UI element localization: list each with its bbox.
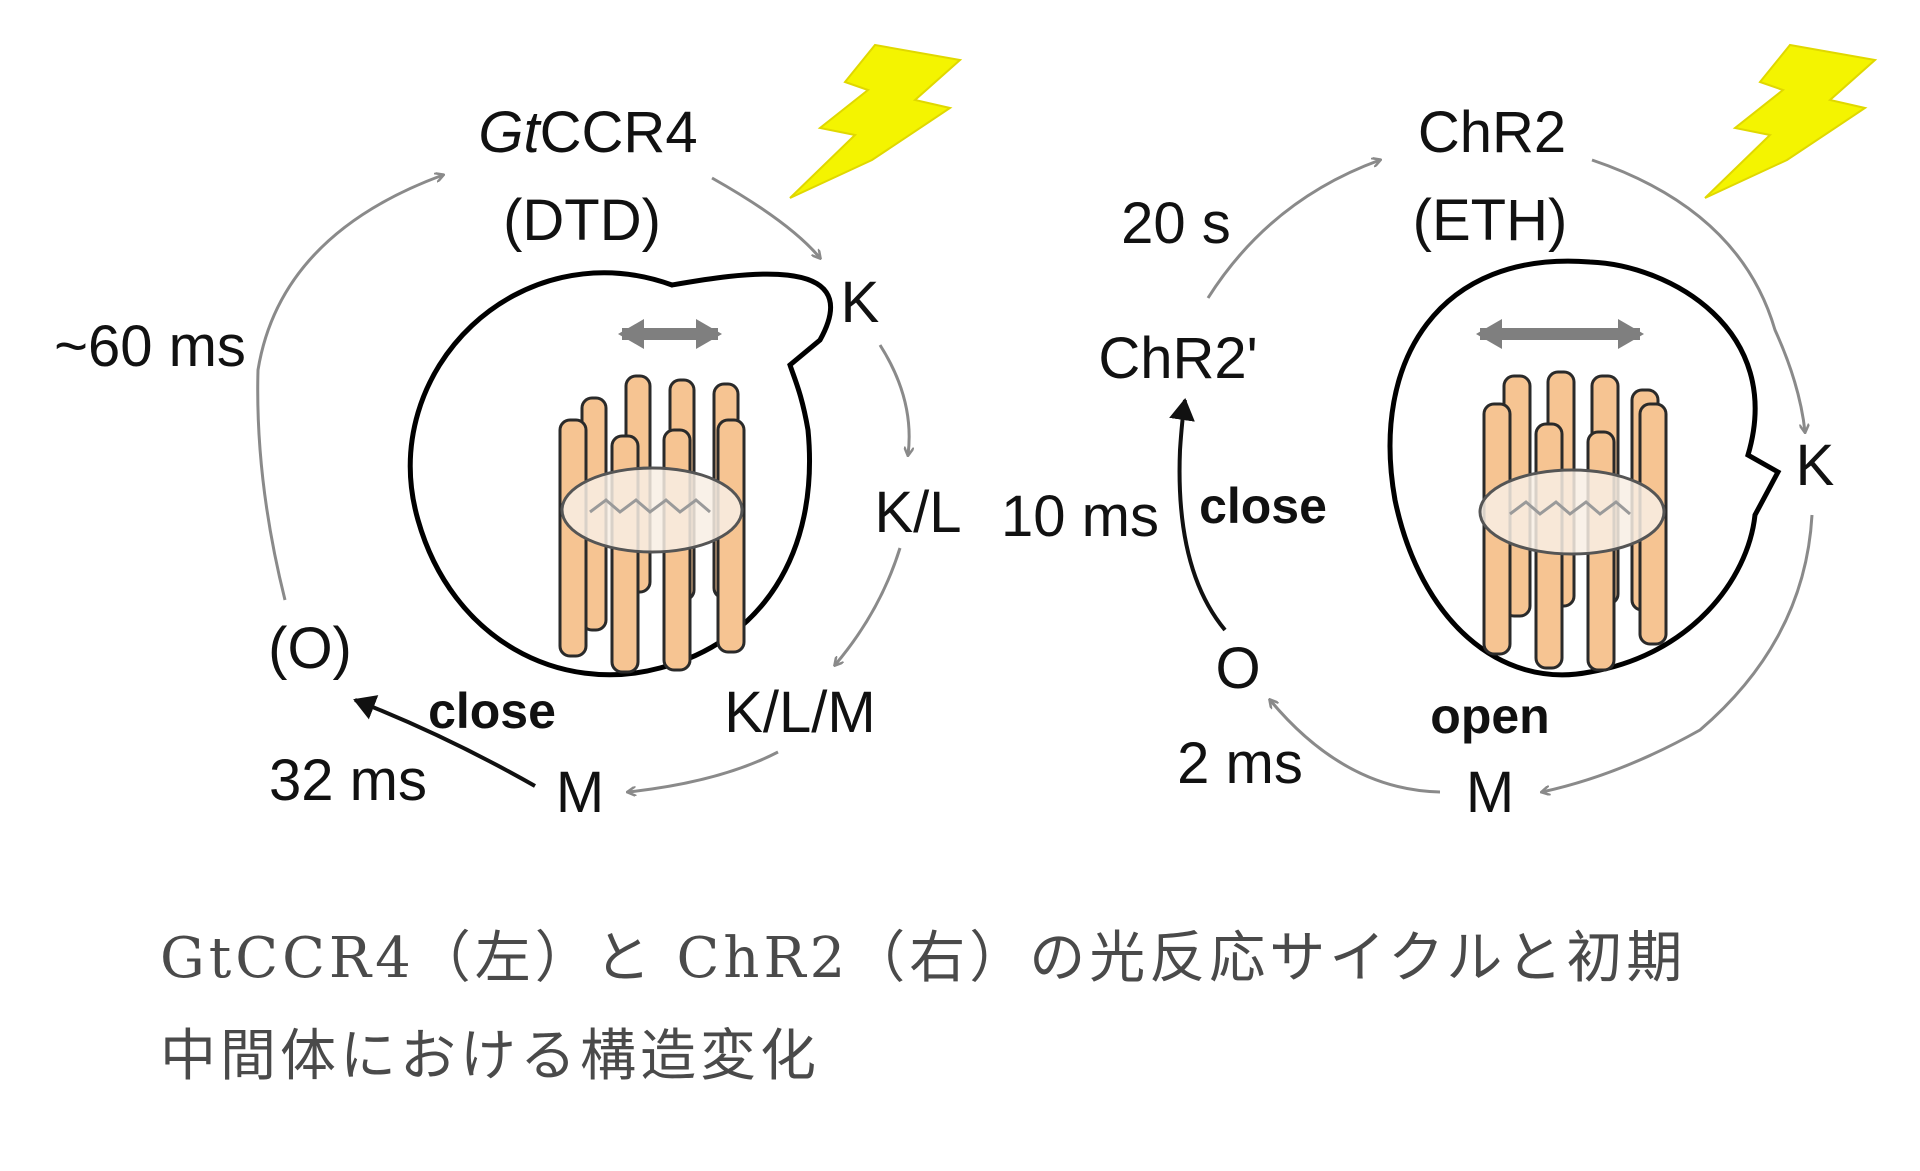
photocycle-diagram: GtCCR4 (DTD) K K/L K/L/M M (O) ~60 ms 32… xyxy=(54,43,1878,825)
caption-line-2: 中間体における構造変化 xyxy=(160,1024,820,1089)
left-state-kl: K/L xyxy=(874,480,961,545)
figure-caption: GtCCR4（左）と ChR2（右）の光反応サイクルと初期 中間体における構造変… xyxy=(160,910,1860,1106)
right-label-close: close xyxy=(1199,478,1327,534)
left-callout xyxy=(407,270,833,678)
right-title: ChR2 xyxy=(1418,100,1566,165)
arrow-chr2p-to-title xyxy=(1206,160,1380,299)
arrow-m-to-o xyxy=(353,695,536,788)
right-time-m-to-o: 2 ms xyxy=(1177,731,1303,796)
arrow-k-to-kl xyxy=(878,344,909,455)
right-state-chr2p: ChR2' xyxy=(1098,326,1257,391)
right-state-o: O xyxy=(1215,636,1260,701)
arrow-title-to-k xyxy=(1591,158,1805,432)
left-time-m-to-o: 32 ms xyxy=(269,748,427,813)
left-callout-bubble xyxy=(407,270,833,678)
arrow-m-to-o xyxy=(1270,700,1441,794)
caption-line-1: GtCCR4（左）と ChR2（右）の光反応サイクルと初期 xyxy=(160,926,1687,991)
lightning-bolt-icon xyxy=(1704,43,1878,199)
left-cycle: GtCCR4 (DTD) K K/L K/L/M M (O) ~60 ms 32… xyxy=(54,43,963,825)
right-gray-arrows xyxy=(1206,158,1814,794)
right-state-m: M xyxy=(1466,760,1514,825)
left-state-m: M xyxy=(556,760,604,825)
right-subtitle: (ETH) xyxy=(1413,188,1568,253)
arrow-title-to-k xyxy=(711,176,820,258)
left-time-return: ~60 ms xyxy=(54,314,246,379)
arrow-o-to-chr2p xyxy=(1169,398,1227,632)
arrow-klm-to-m xyxy=(628,750,779,792)
right-callout xyxy=(1387,258,1782,678)
arrow-k-to-m xyxy=(1542,514,1814,792)
right-state-k: K xyxy=(1796,433,1835,498)
retinal-chain xyxy=(1509,500,1631,516)
right-time-return: 20 s xyxy=(1121,191,1231,256)
left-title: GtCCR4 xyxy=(478,100,697,165)
left-state-klm: K/L/M xyxy=(724,680,876,745)
arrow-o-to-title xyxy=(256,175,443,601)
right-time-o-to-chr2p: 10 ms xyxy=(1001,484,1159,549)
right-cycle: ChR2 (ETH) K M O ChR2' 20 s 10 ms 2 ms c… xyxy=(1001,43,1878,825)
left-state-o: (O) xyxy=(268,616,352,681)
left-subtitle: (DTD) xyxy=(503,188,661,253)
left-label-close: close xyxy=(428,683,556,739)
right-label-open: open xyxy=(1430,688,1549,744)
arrow-kl-to-klm xyxy=(835,547,902,665)
lightning-bolt-icon xyxy=(789,43,963,199)
retinal-chain xyxy=(589,498,711,514)
left-gray-arrows xyxy=(256,175,909,792)
right-callout-bubble xyxy=(1387,258,1782,678)
left-state-k: K xyxy=(841,270,880,335)
